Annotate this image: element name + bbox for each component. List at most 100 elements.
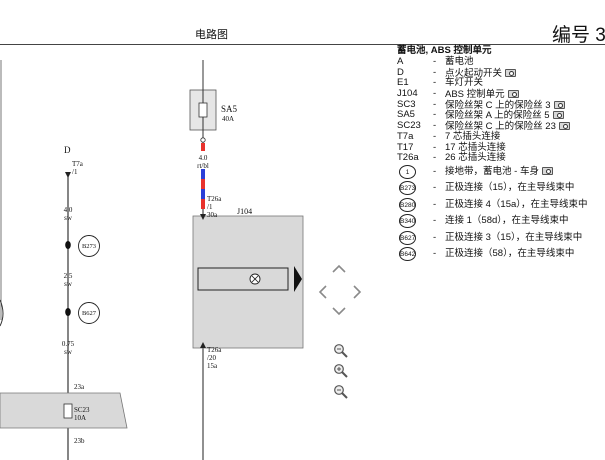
legend-code: J104 [397, 88, 418, 100]
legend-dash: - [433, 165, 437, 177]
legend-dash: - [433, 248, 437, 260]
abs-unit-j104-label: J104 [237, 207, 253, 216]
legend-circle-row: B642 -正极连接（58），在主导线束中 [397, 246, 605, 263]
fuse-sa5-rating: 40A [222, 115, 235, 123]
legend-dash: - [433, 66, 437, 78]
legend-desc: 17 芯插头连接 [445, 141, 506, 153]
t7a-arrow [65, 172, 71, 178]
camera-icon[interactable] [505, 68, 517, 77]
legend-row: T17 -17 芯插头连接 [397, 141, 605, 154]
legend-row: J104-ABS 控制单元 [397, 88, 605, 100]
fuse-sa5-label: SA5 [221, 104, 238, 114]
legend-desc: 26 芯插头连接 [445, 152, 506, 164]
wire-size-label: 4.0 [63, 206, 73, 214]
legend-dash: - [433, 56, 437, 67]
diagram-title: 电路图 [195, 29, 228, 41]
left-curve-stub [0, 299, 4, 327]
pin-23b-label: 23b [74, 437, 85, 445]
legend-circle-row: B273-正极连接（15），在主导线束中 [397, 180, 605, 197]
legend-desc: 正极连接（15），在主导线束中 [445, 182, 575, 194]
ignition-switch-d-label: D [64, 145, 71, 155]
connection-b273-label: B273 [81, 243, 97, 250]
legend-dash: - [433, 198, 437, 210]
camera-icon[interactable] [507, 90, 519, 99]
pin-23a-label: 23a [74, 383, 85, 391]
legend-circle-row: B340 -连接 1（58d），在主导线束中 [397, 213, 605, 230]
legend-desc: 正极连接（58），在主导线束中 [445, 248, 575, 260]
legend-code: A [397, 56, 404, 67]
legend-dash: - [433, 77, 437, 89]
camera-icon[interactable] [541, 166, 553, 175]
wire-color-label: sw [64, 214, 72, 222]
arrow-down-icon[interactable] [331, 306, 347, 318]
legend-circle-code: B340 [399, 214, 416, 229]
legend-code: SC3 [397, 98, 416, 110]
junction-sa5 [200, 137, 206, 143]
camera-icon[interactable] [558, 122, 570, 131]
legend-row: D -点火起动开关 [397, 66, 605, 80]
legend-circle-code: 1 [399, 164, 416, 179]
t7a-pin-label: /1 [72, 168, 78, 176]
t26a-bottom-signal-label: 15a [207, 362, 218, 370]
legend-circle-code: B642 [399, 247, 416, 262]
legend-row: T26a-26 芯插头连接 [397, 152, 605, 164]
legend-desc: 连接 1（58d），在主导线束中 [445, 215, 569, 227]
circuit-diagram [0, 60, 304, 460]
legend-row: A-蓄电池 [397, 56, 605, 68]
wire-color-label: sw [64, 280, 72, 288]
legend-dash: - [433, 231, 437, 243]
legend-dash: - [433, 182, 437, 194]
legend-desc: 正极连接 4（15a），在主导线束中 [445, 198, 588, 210]
wire-red-blue-upper [201, 143, 205, 209]
camera-icon[interactable] [552, 111, 564, 120]
connector-arrow-top [200, 214, 206, 220]
legend-circle-row: B280-正极连接 4（15a），在主导线束中 [397, 197, 605, 214]
legend-row: T7a-7 芯插头连接 [397, 130, 605, 143]
connection-b627-label: B627 [81, 310, 97, 317]
zoom-reset-icon[interactable] [333, 384, 349, 400]
legend-dash: - [433, 88, 437, 100]
legend-desc: 接地带，蓄电池 - 车身 [445, 164, 553, 181]
legend-desc: 保险丝架 A 上的保险丝 5 [445, 110, 564, 122]
t26a-top-signal-label: 30a [207, 211, 218, 219]
camera-icon[interactable] [553, 100, 565, 109]
fuse-sc23-element [63, 403, 73, 419]
legend-desc: 车灯开关 [445, 77, 484, 89]
zoom-out-icon[interactable] [333, 343, 349, 359]
legend-dash: - [433, 120, 437, 132]
legend-circle-row: 1 -接地带，蓄电池 - 车身 [397, 164, 605, 181]
legend-dash: - [433, 215, 437, 227]
legend-desc: 点火起动开关 [445, 68, 517, 80]
header-divider [0, 44, 605, 45]
fuse-sc23-label: SC23 [74, 406, 90, 414]
wire-size-label: 4.0 [198, 154, 208, 162]
fuse-sa5-element [198, 102, 208, 118]
connection-b627-circle [78, 302, 100, 324]
legend-row: SC3-保险丝架 C 上的保险丝 3 [397, 98, 605, 112]
t26a-top-connector-label: T26a [207, 195, 222, 203]
zoom-in-icon[interactable] [333, 363, 349, 379]
legend-desc: 保险丝架 C 上的保险丝 23 [445, 121, 570, 133]
t26a-top-pin-label: /1 [207, 203, 213, 211]
legend-code: T17 [397, 141, 414, 153]
wire-size-label: 0.75 [61, 340, 75, 348]
arrow-left-icon[interactable] [316, 284, 328, 300]
legend-code: T26a [397, 152, 419, 164]
legend-desc: 7 芯插头连接 [445, 130, 501, 142]
legend-desc: 保险丝架 C 上的保险丝 3 [445, 100, 565, 112]
wire-size-label: 2.5 [63, 272, 73, 280]
t7a-connector-label: T7a [72, 160, 83, 168]
legend-code: D [397, 66, 404, 78]
junction-b273 [65, 241, 71, 249]
junction-b627 [65, 308, 71, 316]
legend-code: SA5 [397, 109, 415, 121]
connection-b273-circle [78, 235, 100, 257]
diagram-number: 编号 3 [552, 25, 605, 46]
legend-code: E1 [397, 77, 409, 89]
connector-arrow-bottom [200, 342, 206, 348]
arrow-right-icon[interactable] [352, 284, 364, 300]
arrow-up-icon[interactable] [331, 262, 347, 274]
j104-inner-module [197, 267, 289, 291]
legend-dash: - [433, 141, 437, 153]
